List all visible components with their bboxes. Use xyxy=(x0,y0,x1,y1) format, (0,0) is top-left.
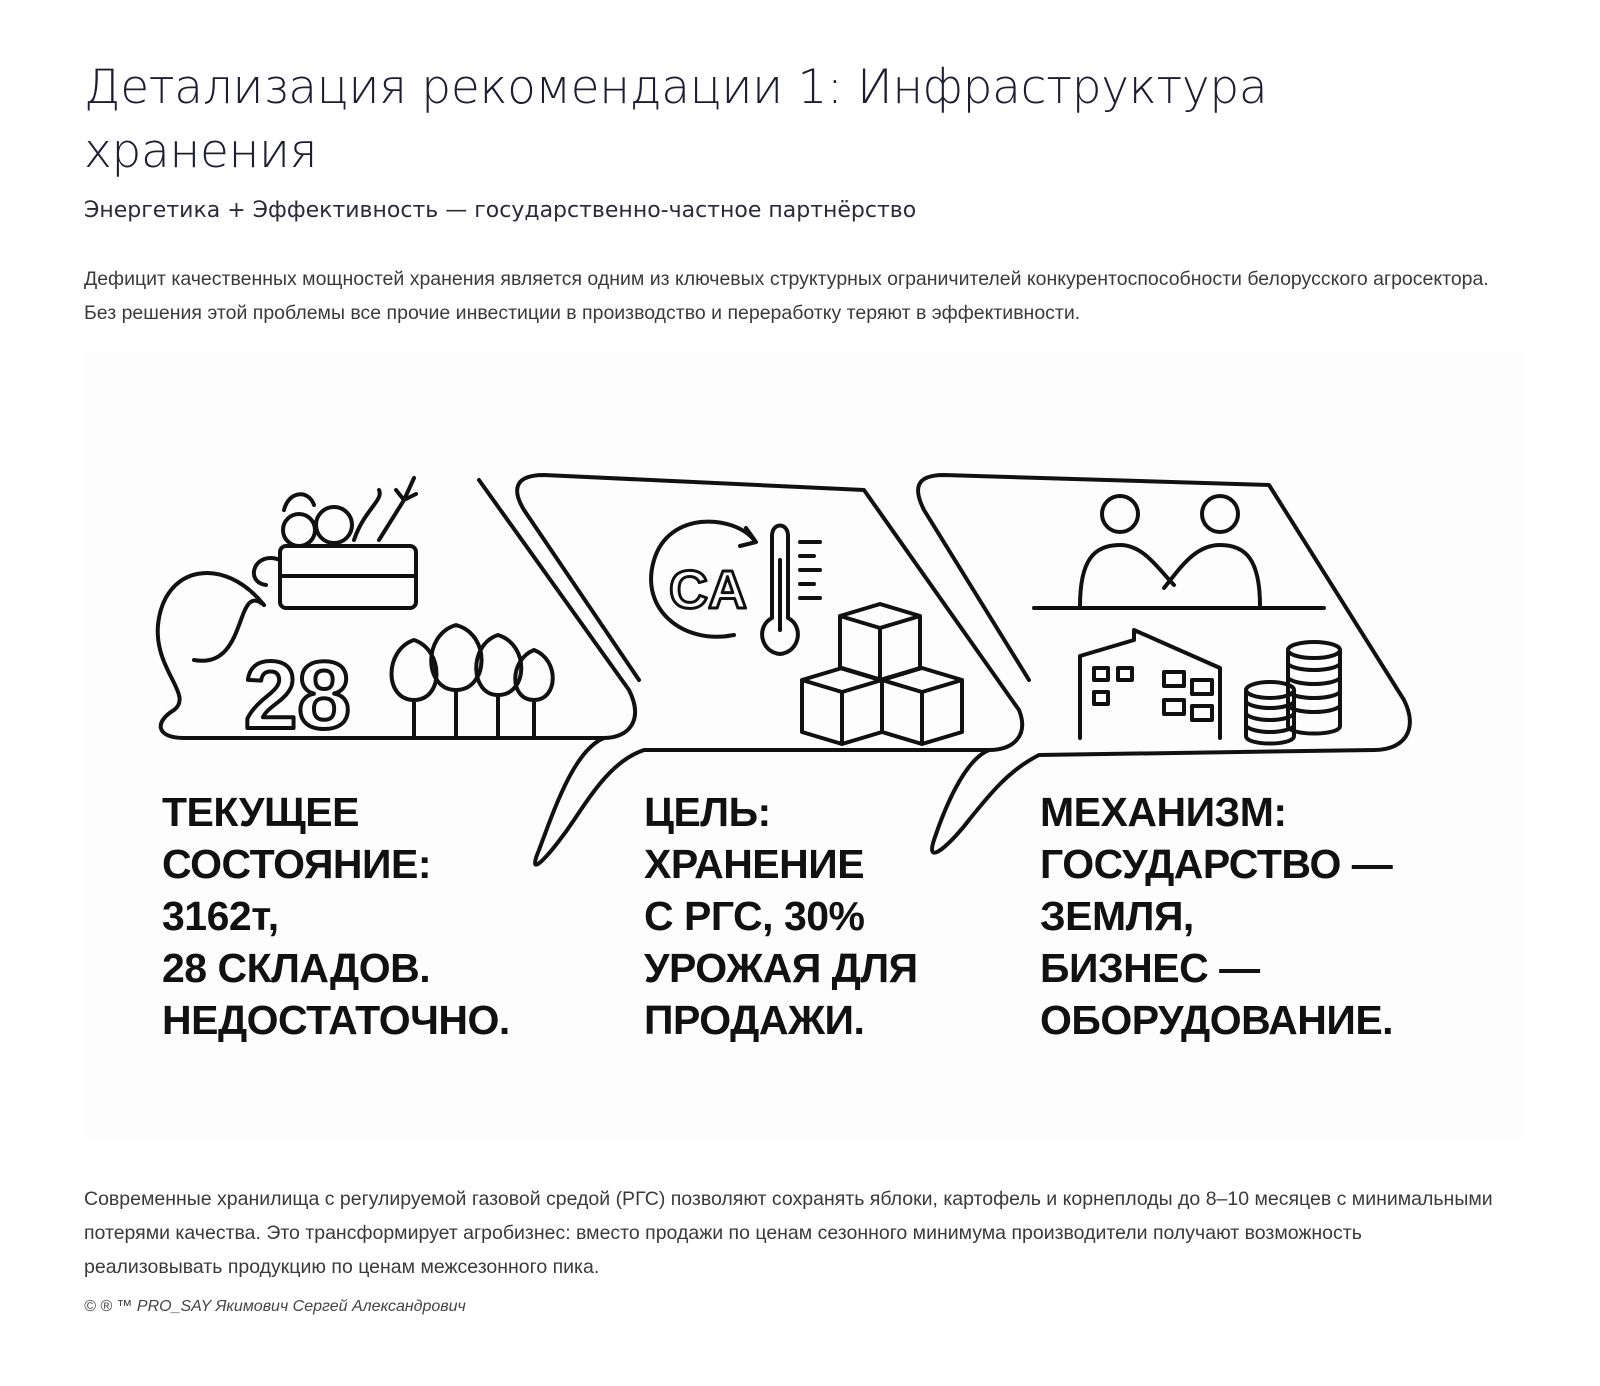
page-subtitle: Энергетика + Эффективность — государстве… xyxy=(84,198,917,223)
vegetable-crate-icon xyxy=(251,476,418,610)
ca-cycle-icon: CA xyxy=(649,519,758,639)
ca-label: CA xyxy=(669,560,747,620)
mechanism-text: МЕХАНИЗМ: ГОСУДАРСТВО — ЗЕМЛЯ, БИЗНЕС — … xyxy=(1040,789,1394,1043)
flow-outline-left xyxy=(192,598,266,663)
flow-outline xyxy=(155,478,637,740)
flow-outline-mid xyxy=(515,473,1025,867)
trees-icon xyxy=(389,623,555,740)
body-paragraph: Современные хранилища с регулируемой газ… xyxy=(84,1188,1493,1278)
copyright-line: © ® ™ PRO_SAY Якимович Сергей Александро… xyxy=(84,1298,466,1315)
current-state-text: ТЕКУЩЕЕ СОСТОЯНИЕ: 3162т, 28 СКЛАДОВ. НЕ… xyxy=(162,789,510,1043)
storage-infographic: 28 CA xyxy=(84,350,1524,1140)
flow-outline-right xyxy=(916,473,1412,855)
intro-paragraph: Дефицит качественных мощностей хранения … xyxy=(84,268,1489,324)
goal-text: ЦЕЛЬ: ХРАНЕНИЕ С РГС, 30% УРОЖАЯ ДЛЯ ПРО… xyxy=(644,789,918,1043)
thermometer-icon xyxy=(760,523,822,656)
building-icon xyxy=(1078,628,1222,740)
handshake-icon xyxy=(1032,494,1326,610)
boxes-icon xyxy=(800,602,964,746)
page-title: Детализация рекомендации 1: Инфраструкту… xyxy=(84,60,1268,179)
stores-count-badge: 28 xyxy=(244,642,351,749)
coins-icon xyxy=(1244,640,1342,746)
